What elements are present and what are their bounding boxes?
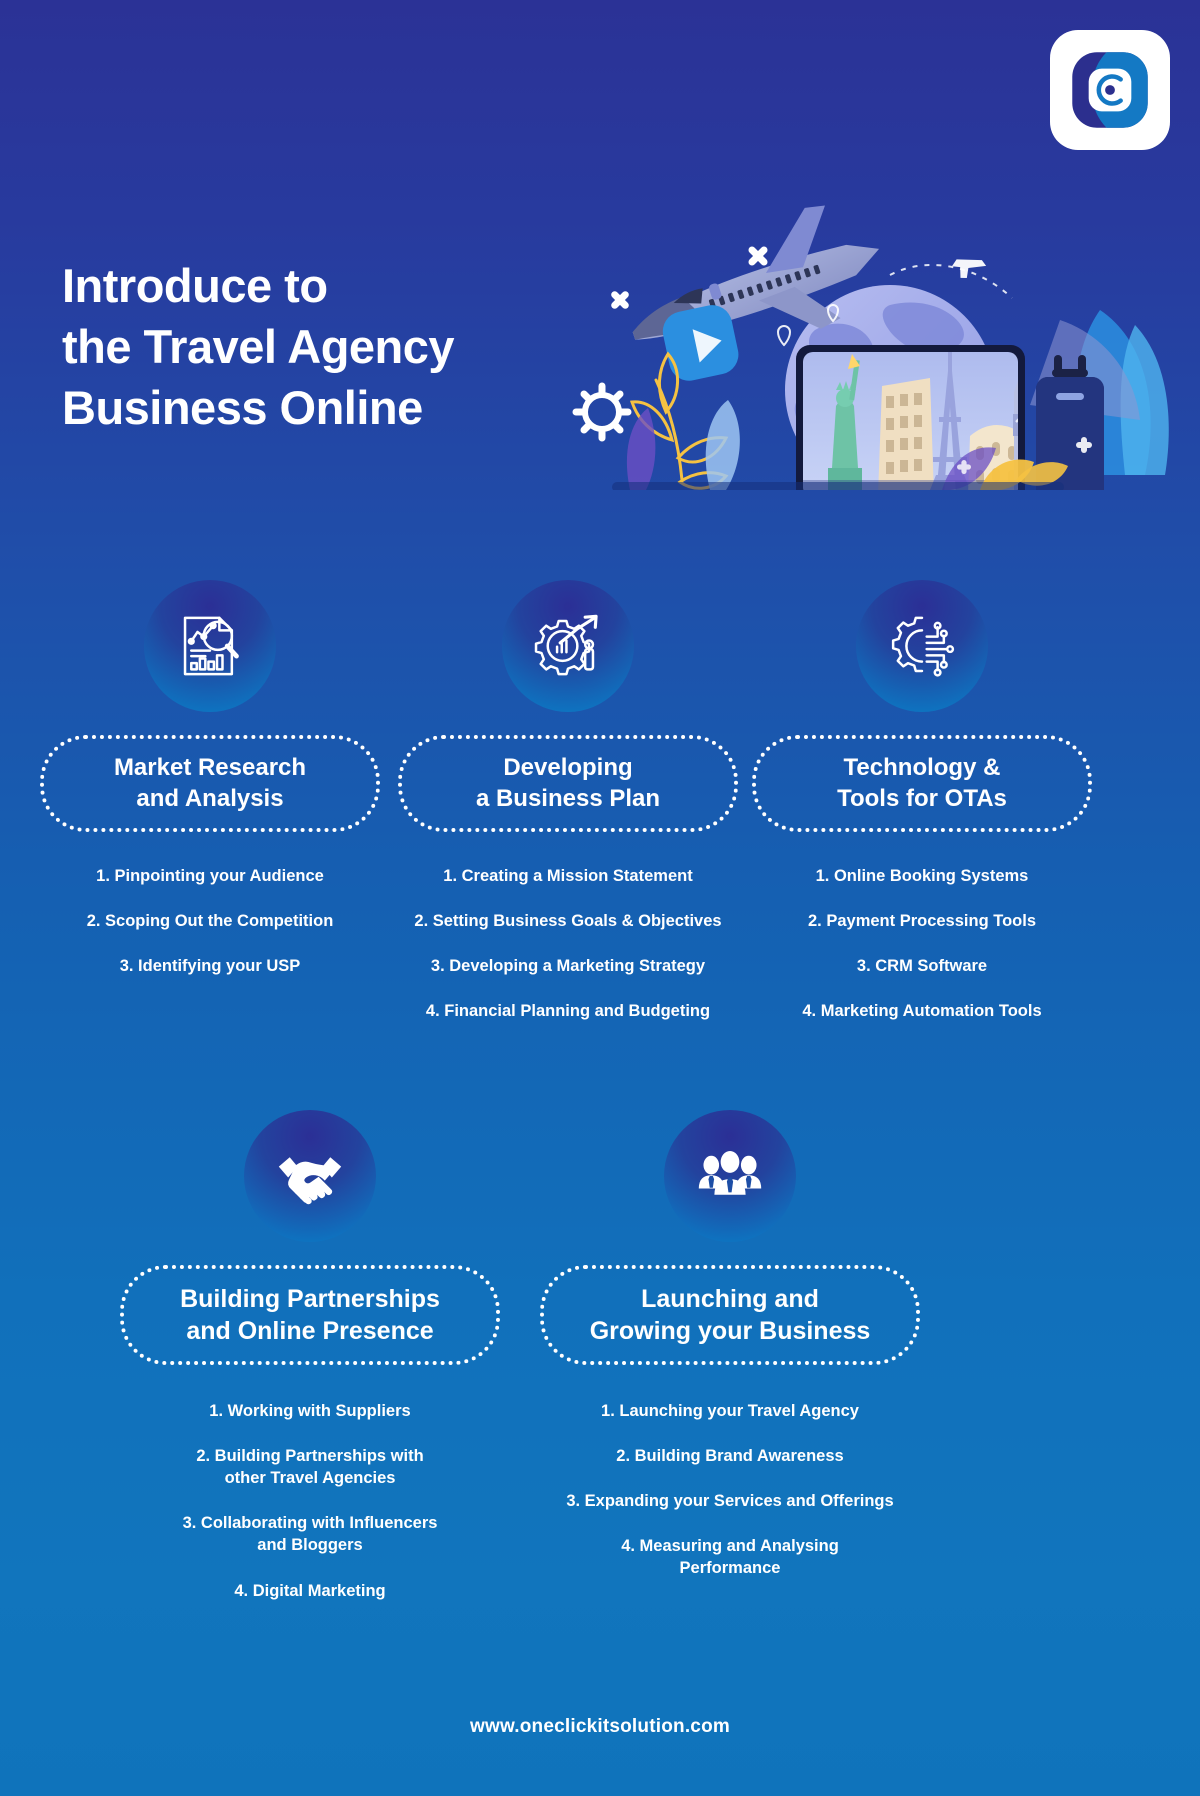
list-item: 3. Expanding your Services and Offerings	[566, 1492, 894, 1511]
card-items-launching-growing: 1. Launching your Travel Agency 2. Build…	[520, 1400, 940, 1580]
footer-website[interactable]: www.oneclickitsolution.com	[470, 1716, 730, 1737]
card-title-line-1: Market Research	[113, 754, 307, 781]
card-title-building-partnerships: Building Partnerships and Online Presenc…	[120, 1265, 500, 1365]
business-plan-gear-growth-arrow-icon	[502, 580, 634, 712]
card-title-market-research: Market Research and Analysis	[40, 735, 380, 833]
list-item: 1. Working with Suppliers	[209, 1402, 411, 1420]
card-title-technology-tools: Technology & Tools for OTAs	[752, 735, 1092, 833]
list-item: 4. Digital Marketing	[234, 1581, 386, 1600]
list-item: 3. Developing a Marketing Strategy	[430, 957, 706, 976]
handshake-partnership-icon	[244, 1110, 376, 1242]
card-title-line-1: Launching and	[641, 1285, 819, 1313]
card-title-line-1: Developing	[503, 754, 633, 781]
brand-logo	[1050, 30, 1170, 150]
people-group-team-icon	[664, 1110, 796, 1242]
list-item: 3. Collaborating with Influencers and Bl…	[182, 1514, 438, 1555]
list-item: 2. Building Brand Awareness	[616, 1447, 844, 1466]
cards-row-1: Market Research and Analysis 1. Pinpoint…	[0, 580, 1200, 1020]
list-item: 3. CRM Software	[856, 957, 988, 976]
oneclick-logo-icon	[1069, 49, 1151, 131]
card-title-line-1: Building Partnerships	[180, 1285, 440, 1313]
list-item: 2. Scoping Out the Competition	[86, 912, 334, 931]
page-title-line-3: Business Online	[62, 381, 423, 435]
technology-gear-circuit-icon	[856, 580, 988, 712]
list-item: 1. Pinpointing your Audience	[96, 867, 324, 885]
card-title-launching-growing: Launching and Growing your Business	[540, 1265, 920, 1365]
list-item: 3. Identifying your USP	[119, 957, 301, 976]
card-title-line-1: Technology &	[843, 754, 1001, 781]
page-title-line-2: the Travel Agency	[62, 320, 455, 374]
list-item: 4. Financial Planning and Budgeting	[425, 1002, 711, 1021]
card-items-market-research: 1. Pinpointing your Audience 2. Scoping …	[40, 865, 380, 977]
card-items-business-plan: 1. Creating a Mission Statement 2. Setti…	[378, 865, 758, 1022]
list-item: 1. Creating a Mission Statement	[443, 867, 693, 885]
travel-illustration	[560, 190, 1180, 515]
cards-row-2: Building Partnerships and Online Presenc…	[0, 1110, 1200, 1670]
list-item: 1. Online Booking Systems	[815, 867, 1029, 885]
list-item: 2. Setting Business Goals & Objectives	[414, 912, 722, 931]
list-item: 4. Measuring and Analysing Performance	[621, 1537, 839, 1578]
card-title-business-plan: Developing a Business Plan	[398, 735, 738, 833]
page-title-line-1: Introduce to	[62, 259, 328, 312]
card-title-line-2: a Business Plan	[475, 784, 661, 812]
market-research-document-magnifier-icon	[144, 580, 276, 712]
card-items-technology-tools: 1. Online Booking Systems 2. Payment Pro…	[742, 865, 1102, 1022]
list-item: 1. Launching your Travel Agency	[601, 1402, 859, 1420]
card-title-line-2: Growing your Business	[589, 1317, 871, 1345]
list-item: 2. Payment Processing Tools	[807, 912, 1037, 931]
page-title: Introduce to the Travel Agency Business …	[62, 255, 642, 438]
card-title-line-2: and Analysis	[136, 784, 284, 812]
card-title-line-2: and Online Presence	[186, 1317, 434, 1345]
list-item: 4. Marketing Automation Tools	[802, 1002, 1042, 1021]
list-item: 2. Building Partnerships with other Trav…	[196, 1447, 424, 1488]
card-title-line-2: Tools for OTAs	[837, 784, 1007, 812]
card-items-building-partnerships: 1. Working with Suppliers 2. Building Pa…	[120, 1400, 500, 1602]
